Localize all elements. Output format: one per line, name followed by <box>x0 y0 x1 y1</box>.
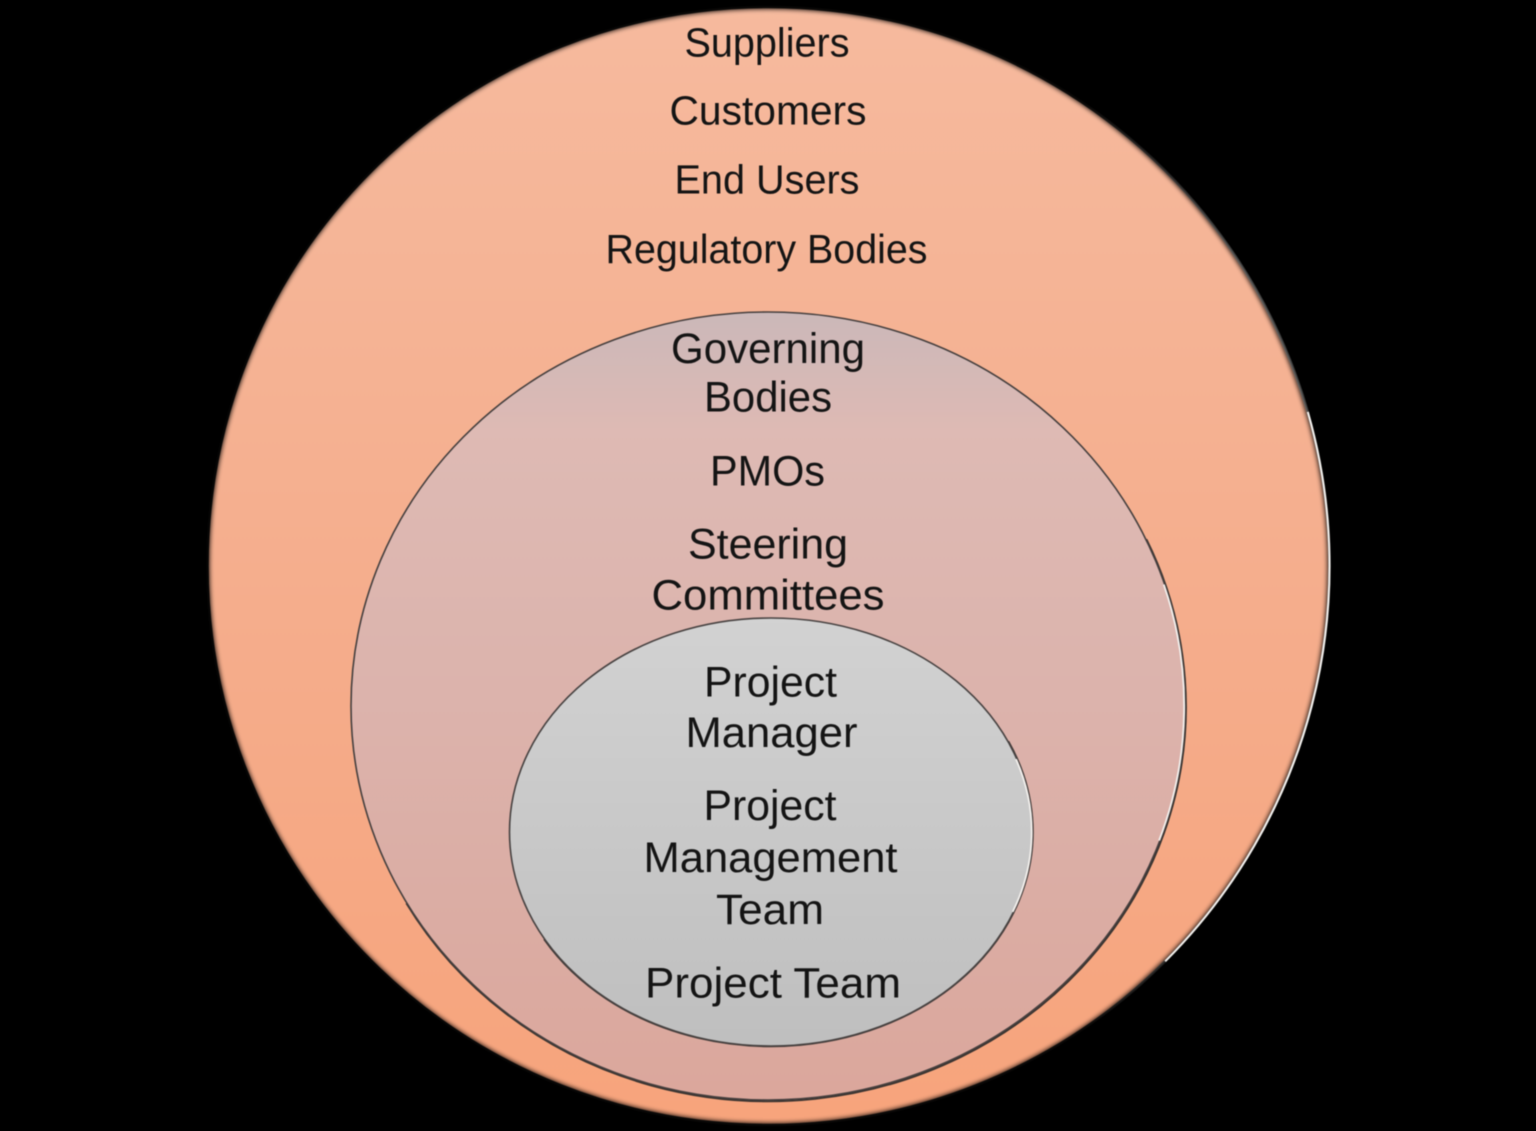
svg-text:Steering: Steering <box>688 522 848 569</box>
svg-text:Customers: Customers <box>670 87 867 133</box>
svg-text:Committees: Committees <box>652 572 885 619</box>
svg-text:Project Team: Project Team <box>645 961 901 1008</box>
svg-text:Project: Project <box>704 659 837 706</box>
svg-text:Suppliers: Suppliers <box>685 20 850 66</box>
svg-text:Bodies: Bodies <box>704 374 832 421</box>
svg-text:Management: Management <box>644 835 898 882</box>
svg-text:Manager: Manager <box>686 710 858 757</box>
svg-text:Project: Project <box>704 783 837 830</box>
svg-text:Governing: Governing <box>671 326 865 373</box>
svg-text:End Users: End Users <box>675 157 860 203</box>
svg-text:PMOs: PMOs <box>710 449 825 496</box>
svg-text:Regulatory Bodies: Regulatory Bodies <box>606 226 928 272</box>
svg-text:Team: Team <box>716 887 824 934</box>
